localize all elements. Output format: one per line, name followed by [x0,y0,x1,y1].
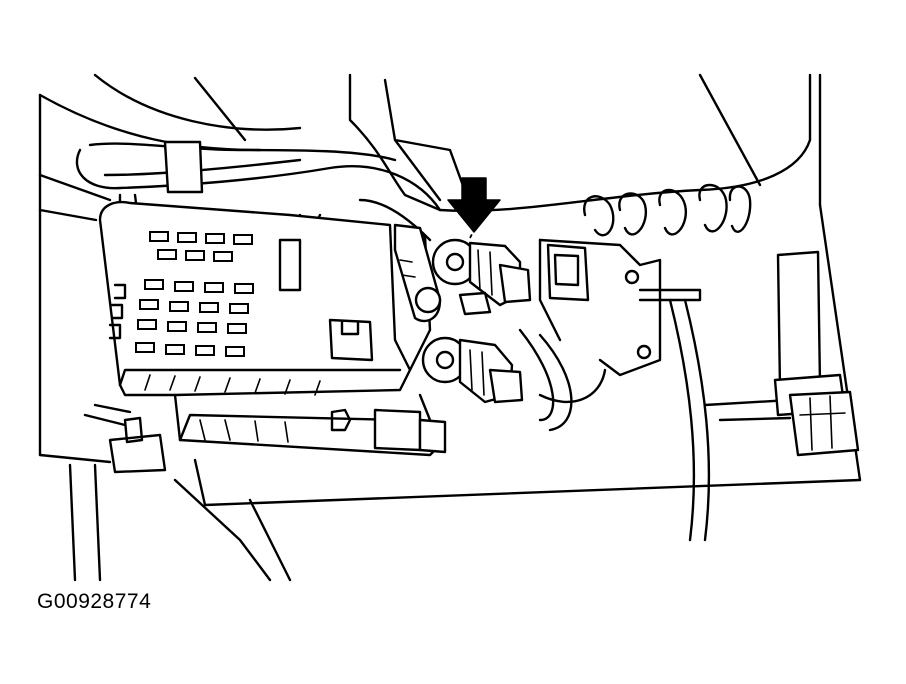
bracket-connector [546,243,590,302]
target-connector [431,217,532,316]
connector-lower-middle [330,408,447,454]
steering-column-shroud [348,73,812,212]
right-harness [668,250,860,542]
fuse-slots-upper [149,231,253,262]
figure-code: G00928774 [37,590,152,613]
fuse-slots-lower [135,279,254,357]
fuse-box-latch [393,223,442,323]
lower-connector [421,336,524,404]
column-spring-coils [583,183,752,237]
harness-clip-left [83,403,167,474]
pointer-arrow [447,177,501,233]
fuse-box [98,201,442,457]
